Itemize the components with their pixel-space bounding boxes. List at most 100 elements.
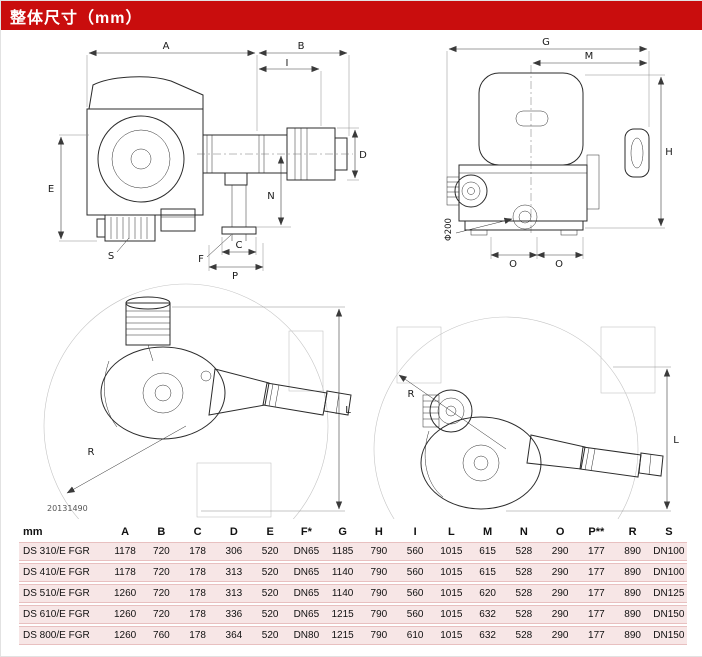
dim-label-d: D [359,150,367,161]
table-cell: 520 [252,542,289,561]
rotated-view-left: L R 20131490 [43,283,352,519]
column-header-c: C [179,524,216,540]
cone-plan [208,368,270,416]
table-cell: 1015 [433,605,470,624]
dim-label-c: C [236,240,243,251]
model-cell: DS 310/E FGR [19,542,107,561]
table-cell: 620 [469,584,506,603]
table-row: DS 800/E FGR 1260 760 178 364 520 DN80 1… [19,626,687,645]
table-cell: 890 [614,605,651,624]
dim-label-p: P [232,271,238,282]
table-cell: DN125 [650,584,687,603]
table-cell: 632 [469,605,506,624]
table-cell: 560 [397,542,434,561]
table-cell: 177 [578,605,615,624]
side-view-drawing: A B I [48,41,367,282]
rotated-view-right: L R [373,316,679,519]
table-cell: 1260 [107,626,144,645]
dim-label-f: F [198,254,204,265]
model-cell: DS 510/E FGR [19,584,107,603]
table-cell: 720 [143,605,180,624]
rear-view-drawing: G M Φ200 [444,37,673,270]
table-cell: DN80 [288,626,325,645]
page-title: 整体尺寸（mm） [10,9,143,27]
table-cell: 313 [215,563,252,582]
table-cell: 520 [252,605,289,624]
table-cell: DN65 [288,584,325,603]
table-cell: 890 [614,542,651,561]
table-cell: DN65 [288,563,325,582]
column-header-l: L [433,524,470,540]
table-cell: DN65 [288,605,325,624]
dim-label-e: E [48,184,54,195]
dim-label-n: N [267,191,274,202]
base-rear [464,220,584,231]
table-cell: 528 [505,542,542,561]
dim-label-i: I [286,58,289,69]
table-header-row: mm A B C D E F* G H I L M N O P** R S [19,524,687,540]
dim-label-l-right: L [673,435,679,446]
table-cell: 1185 [324,542,361,561]
table-cell: 790 [360,605,397,624]
table-cell: 177 [578,626,615,645]
table-cell: 720 [143,584,180,603]
model-cell: DS 610/E FGR [19,605,107,624]
column-header-e: E [252,524,289,540]
spec-table: mm A B C D E F* G H I L M N O P** R S DS [19,522,687,647]
table-cell: 520 [252,584,289,603]
table-cell: 528 [505,563,542,582]
gas-flange [221,226,257,235]
table-cell: 890 [614,563,651,582]
swing-arc-right [373,316,639,519]
table-cell: 560 [397,605,434,624]
motor-plan-right [429,389,473,433]
dim-label-m: M [585,51,594,62]
table-cell: 720 [143,542,180,561]
table-cell: 1140 [324,584,361,603]
table-cell: 178 [179,584,216,603]
dim-label-h: H [665,147,673,158]
table-cell: 1140 [324,563,361,582]
dim-label-o1: O [509,259,517,270]
table-cell: 1260 [107,605,144,624]
column-header-a: A [107,524,144,540]
dim-label-g: G [542,37,550,48]
column-header-o: O [542,524,579,540]
dim-label-phi200: Φ200 [444,218,454,241]
table-cell: 560 [397,563,434,582]
blast-tube-plan-right [579,446,642,478]
table-cell: 177 [578,563,615,582]
unit-header: mm [19,524,107,540]
table-cell: 615 [469,542,506,561]
dim-label-r-right: R [408,389,415,400]
gas-flange-plate [624,128,650,178]
table-cell: 720 [143,563,180,582]
dim-label-r-left: R [88,447,95,458]
column-header-d: D [215,524,252,540]
column-header-n: N [505,524,542,540]
table-cell: 177 [578,542,615,561]
column-header-m: M [469,524,506,540]
table-cell: 528 [505,584,542,603]
swing-arc [43,283,329,519]
table-cell: 528 [505,605,542,624]
table-cell: 890 [614,584,651,603]
dim-label-l-left: L [345,405,351,416]
table-cell: 1215 [324,626,361,645]
table-cell: 1015 [433,626,470,645]
dim-label-b: B [298,41,305,52]
table-cell: DN100 [650,563,687,582]
model-cell: DS 410/E FGR [19,563,107,582]
column-header-g: G [324,524,361,540]
housing-rear [458,164,588,222]
column-header-p: P** [578,524,615,540]
table-cell: 1015 [433,563,470,582]
table-cell: 290 [542,563,579,582]
table-cell: 178 [179,626,216,645]
table-cell: 790 [360,584,397,603]
table-cell: 178 [179,605,216,624]
table-cell: 1260 [107,584,144,603]
column-header-f: F* [288,524,325,540]
table-row: DS 310/E FGR 1178 720 178 306 520 DN65 1… [19,542,687,561]
table-cell: 364 [215,626,252,645]
